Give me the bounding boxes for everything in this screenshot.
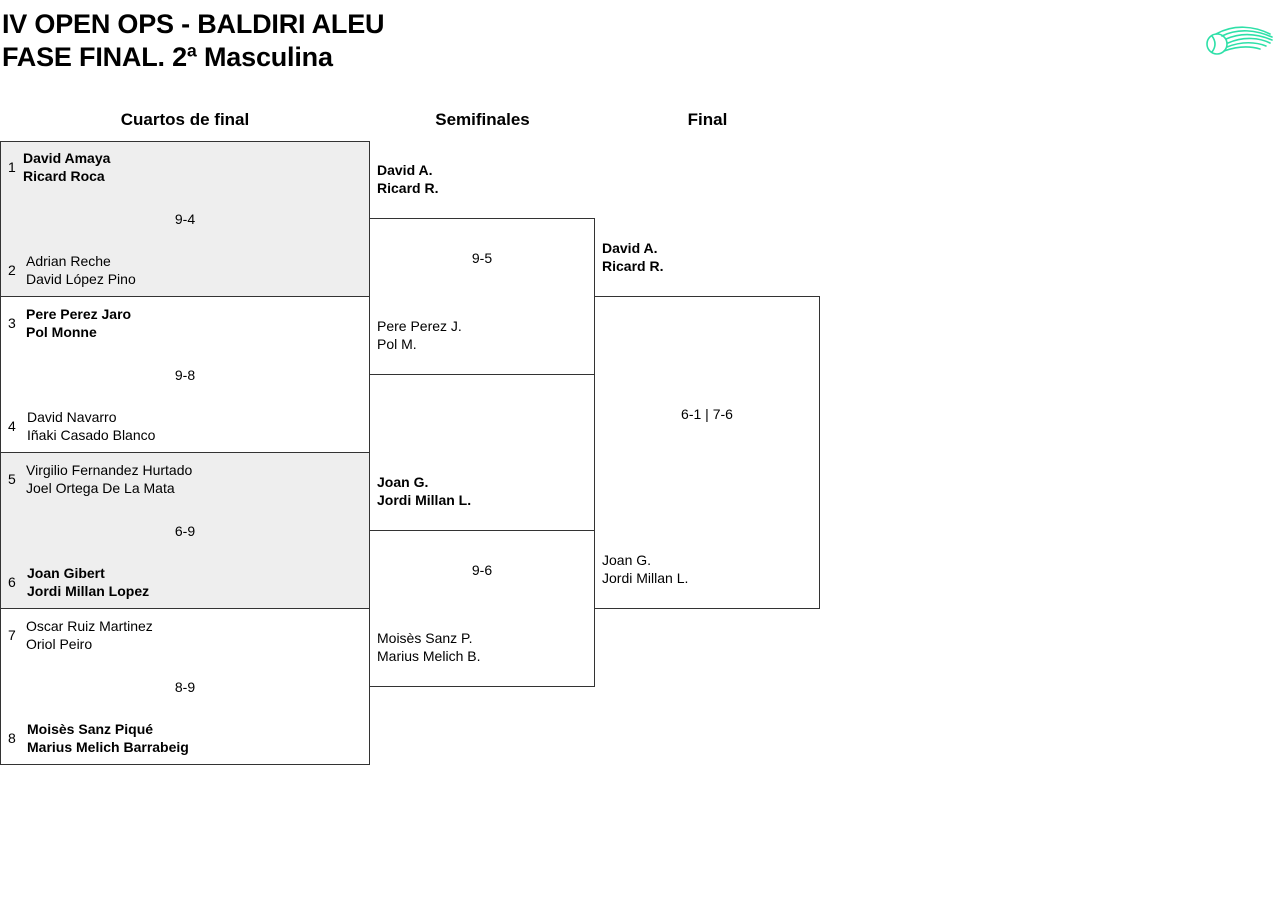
final-match[interactable]: 6-1 | 7-6 Joan G. Jordi Millan L. (594, 296, 820, 609)
seed-number: 5 (8, 471, 16, 487)
player-name: Iñaki Casado Blanco (27, 427, 156, 443)
match-score: 9-5 (471, 250, 493, 266)
player-name: Pere Perez J. (377, 318, 462, 334)
seed-number: 4 (8, 418, 16, 434)
player-name: Marius Melich Barrabeig (27, 739, 189, 755)
player-name: Ricard R. (602, 258, 664, 274)
quarterfinal-match-2[interactable]: 3 Pere Perez Jaro Pol Monne 9-8 4 David … (0, 296, 370, 453)
player-name: Ricard R. (377, 180, 439, 196)
semifinal-1-team-a: David A. Ricard R. (377, 161, 438, 197)
semifinal-match-2[interactable]: 9-6 Moisès Sanz P. Marius Melich B. (369, 530, 595, 687)
seed-number: 8 (8, 730, 16, 746)
semifinal-2-team-a: Joan G. Jordi Millan L. (377, 473, 471, 509)
player-name: David A. (602, 240, 658, 256)
match-score: 6-1 | 7-6 (681, 406, 733, 422)
player-name: Joel Ortega De La Mata (26, 480, 175, 496)
tournament-title: IV OPEN OPS - BALDIRI ALEU (2, 9, 385, 39)
player-name: Jordi Millan L. (377, 492, 472, 508)
round-header-semifinals: Semifinales (435, 110, 530, 129)
player-name: Jordi Millan L. (602, 570, 689, 586)
seed-number: 6 (8, 574, 16, 590)
round-header-final: Final (687, 110, 728, 129)
team-b: Moisès Sanz Piqué Marius Melich Barrabei… (27, 720, 189, 756)
player-name: Adrian Reche (26, 253, 111, 269)
player-name: David Navarro (27, 409, 117, 425)
seed-number: 1 (8, 159, 16, 175)
player-name: Oriol Peiro (26, 636, 93, 652)
tennis-ball-logo-icon (1206, 26, 1273, 55)
round-header-quarterfinals: Cuartos de final (120, 110, 250, 129)
match-score: 6-9 (174, 523, 196, 539)
player-name: Joan G. (602, 552, 652, 568)
final-team-a: David A. Ricard R. (602, 239, 663, 275)
player-name: David Amaya (23, 150, 111, 166)
team-a: Pere Perez Jaro Pol Monne (26, 305, 131, 341)
seed-number: 7 (8, 627, 16, 643)
team-a: Oscar Ruiz Martinez Oriol Peiro (26, 617, 153, 653)
seed-number: 2 (8, 262, 16, 278)
semifinal-2-team-b: Moisès Sanz P. Marius Melich B. (377, 629, 480, 665)
match-score: 8-9 (174, 679, 196, 695)
team-b: Adrian Reche David López Pino (26, 252, 136, 288)
match-score: 9-6 (471, 562, 493, 578)
match-score: 9-4 (174, 211, 196, 227)
player-name: David A. (377, 162, 433, 178)
team-a: Virgilio Fernandez Hurtado Joel Ortega D… (26, 461, 192, 497)
player-name: Oscar Ruiz Martinez (26, 618, 153, 634)
player-name: Moisès Sanz Piqué (27, 721, 154, 737)
team-a: David Amaya Ricard Roca (23, 149, 110, 185)
player-name: Pol Monne (26, 324, 97, 340)
player-name: Joan Gibert (27, 565, 105, 581)
quarterfinal-match-3[interactable]: 5 Virgilio Fernandez Hurtado Joel Ortega… (0, 452, 370, 609)
final-team-b: Joan G. Jordi Millan L. (602, 551, 688, 587)
player-name: Pere Perez Jaro (26, 306, 132, 322)
tournament-subtitle: FASE FINAL. 2ª Masculina (2, 42, 333, 72)
player-name: Virgilio Fernandez Hurtado (26, 462, 193, 478)
semifinal-1-team-b: Pere Perez J. Pol M. (377, 317, 462, 353)
player-name: Pol M. (377, 336, 417, 352)
semifinal-match-1[interactable]: 9-5 Pere Perez J. Pol M. (369, 218, 595, 375)
player-name: Moisès Sanz P. (377, 630, 473, 646)
team-b: David Navarro Iñaki Casado Blanco (27, 408, 155, 444)
team-b: Joan Gibert Jordi Millan Lopez (27, 564, 149, 600)
match-score: 9-8 (174, 367, 196, 383)
player-name: David López Pino (26, 271, 136, 287)
seed-number: 3 (8, 315, 16, 331)
player-name: Marius Melich B. (377, 648, 481, 664)
player-name: Ricard Roca (23, 168, 105, 184)
quarterfinal-match-1[interactable]: 1 David Amaya Ricard Roca 9-4 2 Adrian R… (0, 141, 370, 297)
quarterfinal-match-4[interactable]: 7 Oscar Ruiz Martinez Oriol Peiro 8-9 8 … (0, 608, 370, 765)
player-name: Jordi Millan Lopez (27, 583, 150, 599)
player-name: Joan G. (377, 474, 429, 490)
